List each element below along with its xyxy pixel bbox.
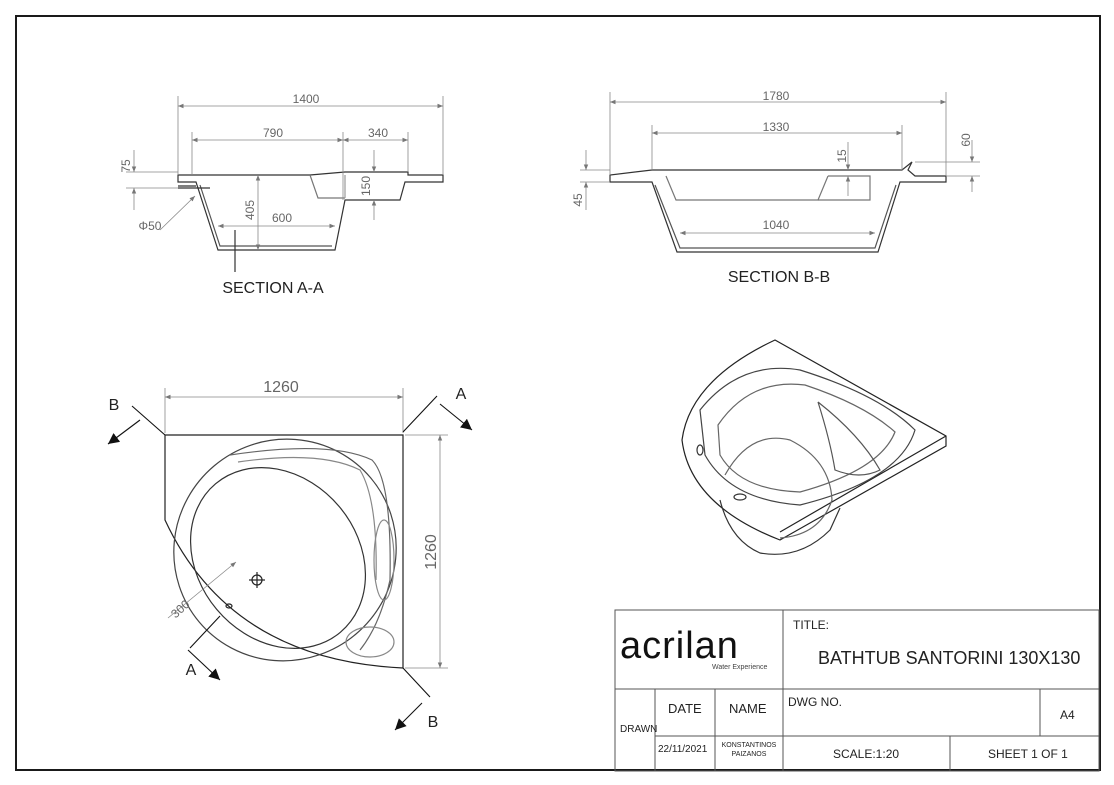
plan-dimension-lines bbox=[164, 388, 448, 669]
scale-value: SCALE:1:20 bbox=[833, 747, 900, 761]
drawn-date: 22/11/2021 bbox=[658, 744, 708, 755]
sheet-size: A4 bbox=[1060, 708, 1075, 722]
acrilan-logo: acrilan bbox=[620, 625, 739, 667]
dim-75: 75 bbox=[119, 159, 133, 173]
dim-45: 45 bbox=[571, 193, 585, 207]
dim-340: 340 bbox=[368, 126, 388, 140]
isometric-view bbox=[681, 339, 947, 555]
dim-790: 790 bbox=[263, 126, 283, 140]
plan-section-cut-lines bbox=[107, 395, 473, 731]
section-aa-dimension-lines bbox=[126, 96, 444, 250]
section-marker-a-top: A bbox=[456, 386, 467, 403]
dim-phi50: Φ50 bbox=[139, 219, 162, 233]
drawing-sheet-border bbox=[15, 15, 1101, 771]
dim-150: 150 bbox=[359, 176, 373, 196]
dim-1260-height: 1260 bbox=[423, 534, 440, 570]
dim-1400: 1400 bbox=[293, 92, 320, 106]
section-aa-label: SECTION A-A bbox=[222, 280, 324, 297]
title-label: TITLE: bbox=[793, 618, 830, 632]
dim-1330: 1330 bbox=[763, 120, 790, 134]
drawn-by-name: KONSTANTINOS PAIZANOS bbox=[721, 742, 777, 758]
dwg-no-label: DWG NO. bbox=[788, 695, 842, 709]
section-bb-dimension-labels: 1780 1330 15 60 45 1040 SECTION B-B bbox=[571, 89, 973, 286]
date-header: DATE bbox=[668, 701, 702, 716]
drawn-label: DRAWN bbox=[620, 724, 658, 735]
name-header: NAME bbox=[729, 701, 767, 716]
sheet-number: SHEET 1 OF 1 bbox=[988, 747, 1068, 761]
dim-15: 15 bbox=[835, 149, 849, 163]
plan-view bbox=[164, 434, 404, 669]
dim-600: 600 bbox=[272, 211, 292, 225]
dim-1780: 1780 bbox=[763, 89, 790, 103]
section-marker-b-top: B bbox=[109, 397, 120, 414]
drawing-title: BATHTUB SANTORINI 130X130 bbox=[818, 648, 1081, 668]
section-bb-dimension-lines bbox=[580, 92, 980, 236]
section-marker-b-bottom: B bbox=[428, 714, 439, 731]
dim-405: 405 bbox=[243, 200, 257, 220]
dim-1260-width: 1260 bbox=[263, 379, 299, 396]
section-marker-a-bottom: A bbox=[186, 662, 197, 679]
section-aa-dimension-labels: 1400 790 340 75 150 405 600 Φ50 SECTION … bbox=[119, 92, 388, 297]
section-bb-label: SECTION B-B bbox=[728, 269, 830, 286]
dim-60: 60 bbox=[959, 133, 973, 147]
acrilan-logo-tagline: Water Experience bbox=[712, 664, 768, 671]
dim-1040: 1040 bbox=[763, 218, 790, 232]
